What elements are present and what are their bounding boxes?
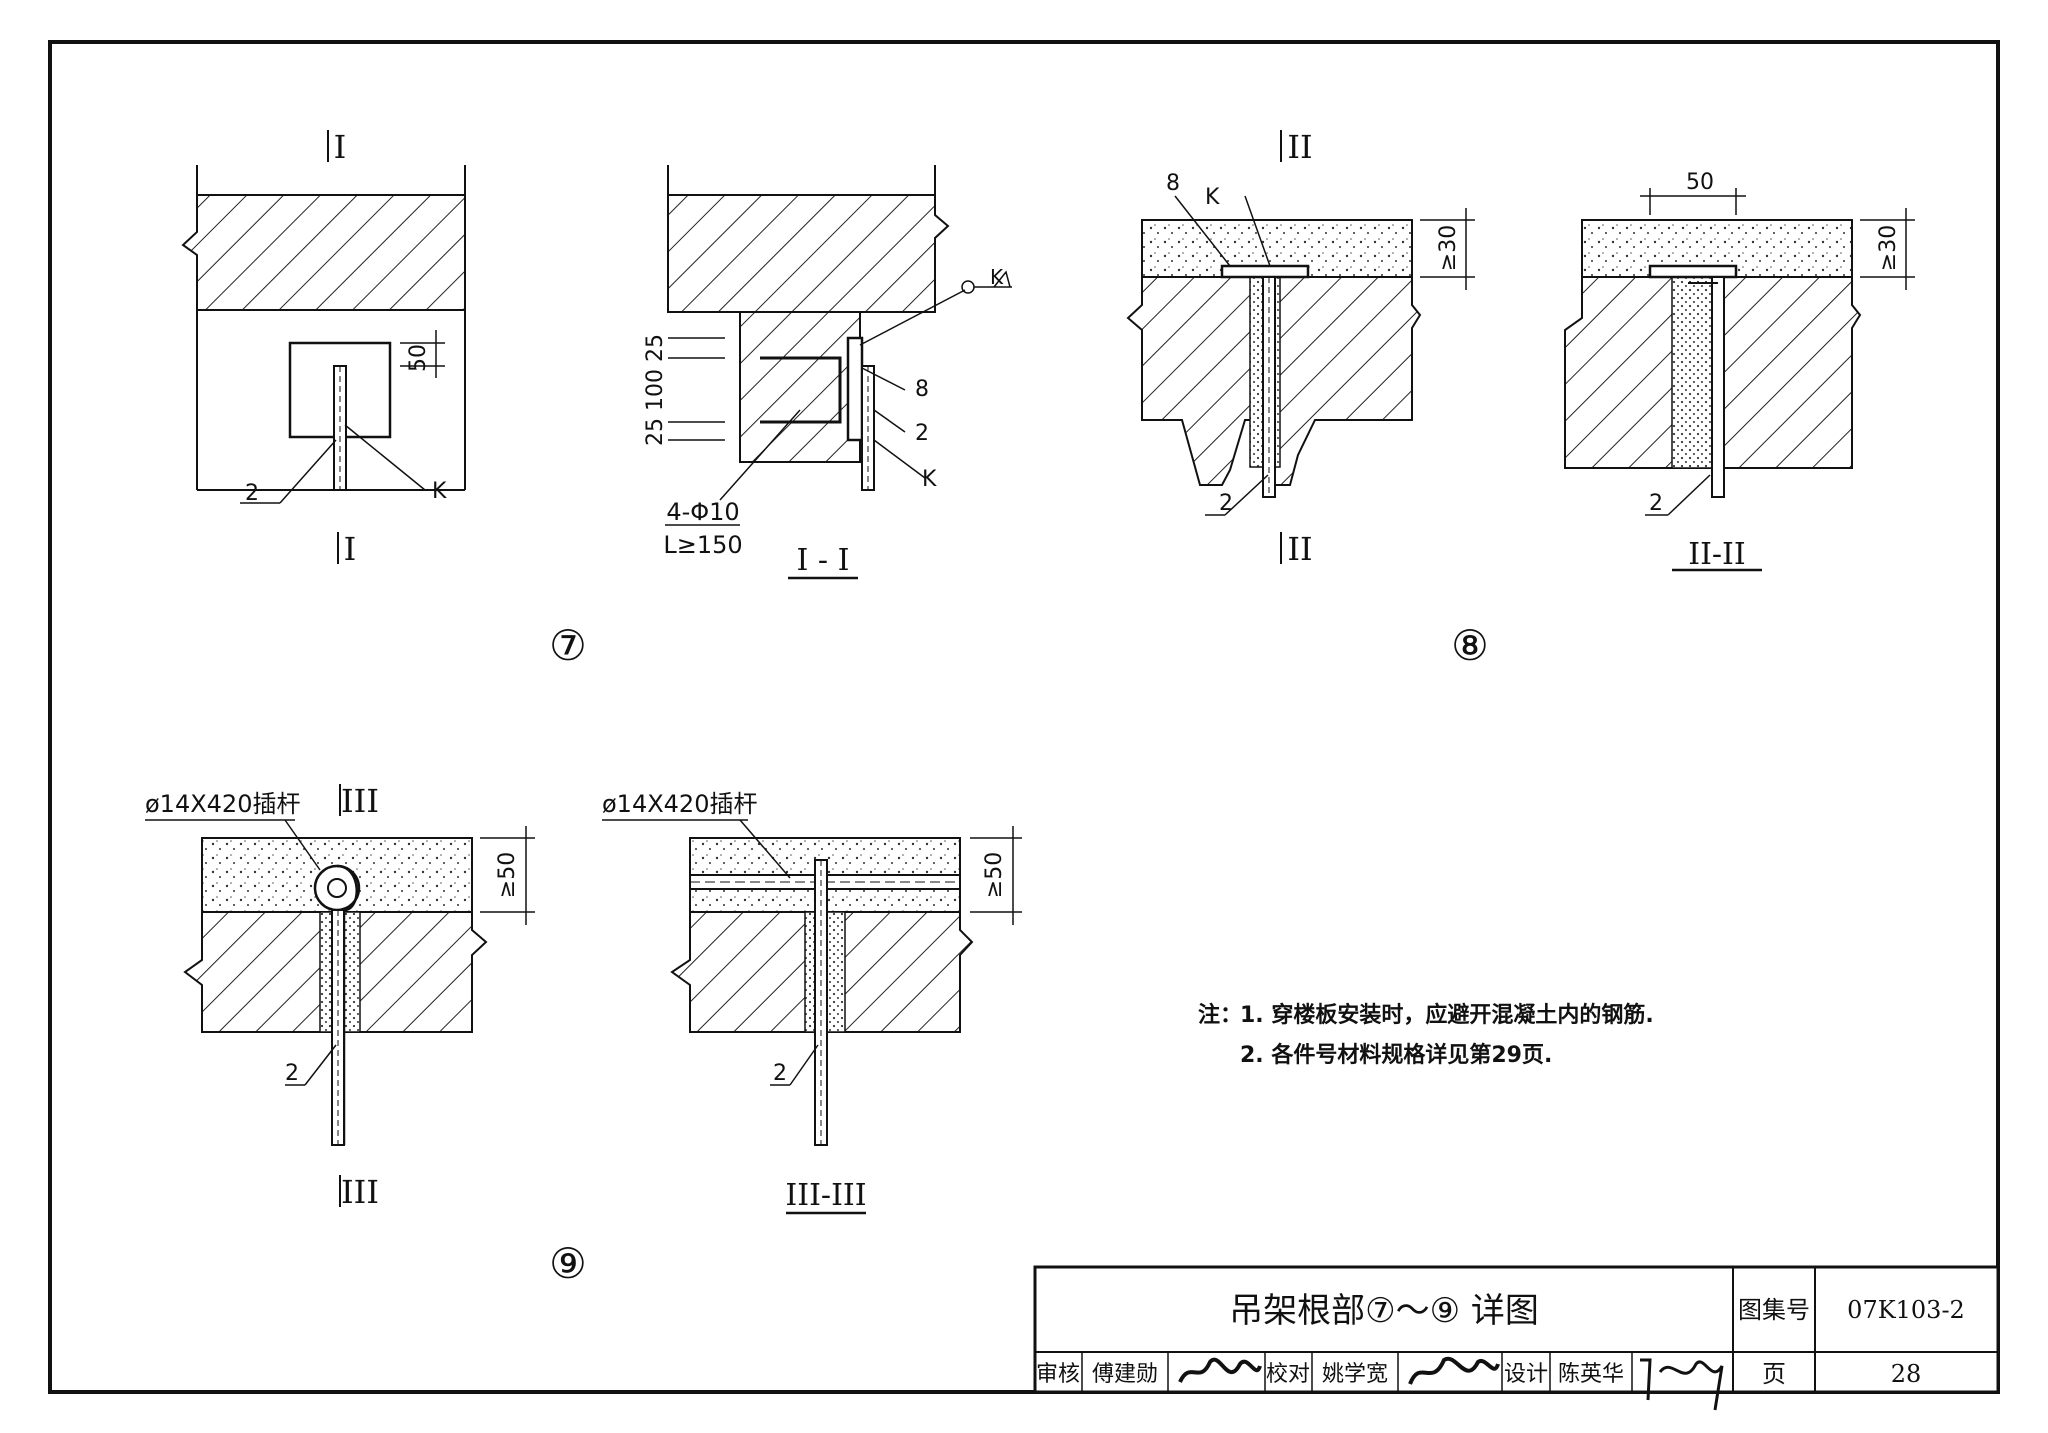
d7-plan-weld-k: K — [432, 479, 447, 504]
d7-sec-part-2: 2 — [915, 421, 929, 446]
d9-plan-part-2: 2 — [285, 1061, 299, 1086]
d9-cut-mark-bottom: III — [341, 1173, 379, 1211]
d7-sec-weld-k-bottom: K — [922, 467, 937, 492]
d7-anchor-spec: 4-Φ10 — [666, 498, 739, 526]
review-label: 审核 — [1036, 1362, 1080, 1387]
drawing-title: 吊架根部⑦～⑨ 详图 — [1229, 1291, 1539, 1331]
d7-sec-dim-25-bottom: 25 — [643, 418, 668, 446]
d7-sec-weld-k-top: K — [990, 265, 1004, 289]
d7-detail-number: ⑦ — [549, 621, 587, 670]
d7-anchor-length: L≥150 — [663, 531, 742, 559]
d7-plan-part-2: 2 — [245, 481, 259, 506]
d8-sec-dim-ge30: ≥30 — [1876, 225, 1901, 271]
d7-sec-part-8: 8 — [915, 377, 929, 402]
detail-7-section — [665, 165, 1012, 580]
d8-cut-mark-bottom: II — [1287, 530, 1312, 568]
d9-plan-dim-ge50: ≥50 — [495, 852, 520, 898]
checker-signature — [1408, 1356, 1500, 1385]
designer-signature — [1640, 1358, 1724, 1411]
page-number: 28 — [1891, 1360, 1922, 1388]
d7-sec-dim-100: 100 — [643, 369, 668, 411]
checker-name: 姚学宽 — [1322, 1362, 1388, 1387]
designer-name: 陈英华 — [1558, 1362, 1624, 1387]
d7-cut-mark-top: I — [334, 128, 347, 166]
check-label: 校对 — [1266, 1362, 1310, 1387]
d8-plan-weld-k: K — [1205, 185, 1220, 210]
reviewer-name: 傅建勋 — [1092, 1362, 1158, 1387]
d9-sec-dim-ge50: ≥50 — [982, 852, 1007, 898]
outer-border — [48, 40, 2000, 1394]
d7-sec-dim-25-top: 25 — [643, 334, 668, 362]
d7-dim-50: 50 — [406, 344, 431, 372]
detail-8-section — [1564, 188, 1915, 572]
note-1: 1. 穿楼板安装时，应避开混凝土内的钢筋. — [1240, 1002, 1654, 1028]
atlas-label: 图集号 — [1738, 1296, 1810, 1324]
d8-sec-part-2: 2 — [1649, 491, 1663, 516]
d8-plan-part-2: 2 — [1219, 491, 1233, 516]
page-label: 页 — [1762, 1360, 1786, 1388]
detail-8-plan — [1126, 195, 1475, 516]
d9-plan-pin-label: ø14X420插杆 — [145, 790, 300, 818]
d8-section-title: II-II — [1688, 537, 1746, 572]
detail-9-section — [602, 819, 1022, 1215]
d9-detail-number: ⑨ — [549, 1239, 587, 1288]
d9-sec-pin-label: ø14X420插杆 — [602, 790, 757, 818]
d8-plan-part-8: 8 — [1166, 171, 1180, 196]
d7-section-title: I - I — [797, 543, 850, 578]
d8-detail-number: ⑧ — [1451, 621, 1489, 670]
notes-heading: 注： — [1198, 1002, 1242, 1028]
note-2: 2. 各件号材料规格详见第29页. — [1240, 1042, 1552, 1068]
d8-sec-dim-50: 50 — [1686, 170, 1714, 195]
title-block — [1033, 1265, 2000, 1394]
d8-cut-mark-top: II — [1287, 128, 1312, 166]
detail-7-plan — [181, 165, 466, 504]
d9-cut-mark-top: III — [341, 782, 379, 820]
reviewer-signature — [1178, 1357, 1262, 1383]
d7-cut-mark-bottom: I — [344, 530, 357, 568]
atlas-number: 07K103-2 — [1847, 1296, 1965, 1324]
design-label: 设计 — [1504, 1362, 1548, 1387]
detail-9-plan — [145, 819, 535, 1146]
d9-sec-part-2: 2 — [773, 1061, 787, 1086]
d8-plan-dim-ge30: ≥30 — [1436, 225, 1461, 271]
d9-section-title: III-III — [785, 1178, 866, 1213]
